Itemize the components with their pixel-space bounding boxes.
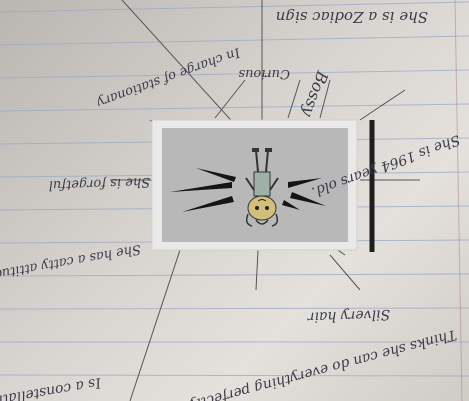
annotation-perfectly: Thinks she can do everything perfectly	[186, 326, 458, 401]
annotation-attitude: She has a catty attitude	[0, 241, 142, 283]
annotation-stationary: In charge of stationary	[94, 44, 242, 110]
annotation-bossy: Bossy	[298, 68, 333, 120]
annotation-silvery-hair: Silvery hair	[306, 306, 390, 325]
annotation-curious: Curious	[238, 66, 290, 81]
annotation-constellation: Is a constellation	[0, 374, 103, 401]
annotation-zodiac: She is a Zodiac sign	[276, 8, 428, 26]
